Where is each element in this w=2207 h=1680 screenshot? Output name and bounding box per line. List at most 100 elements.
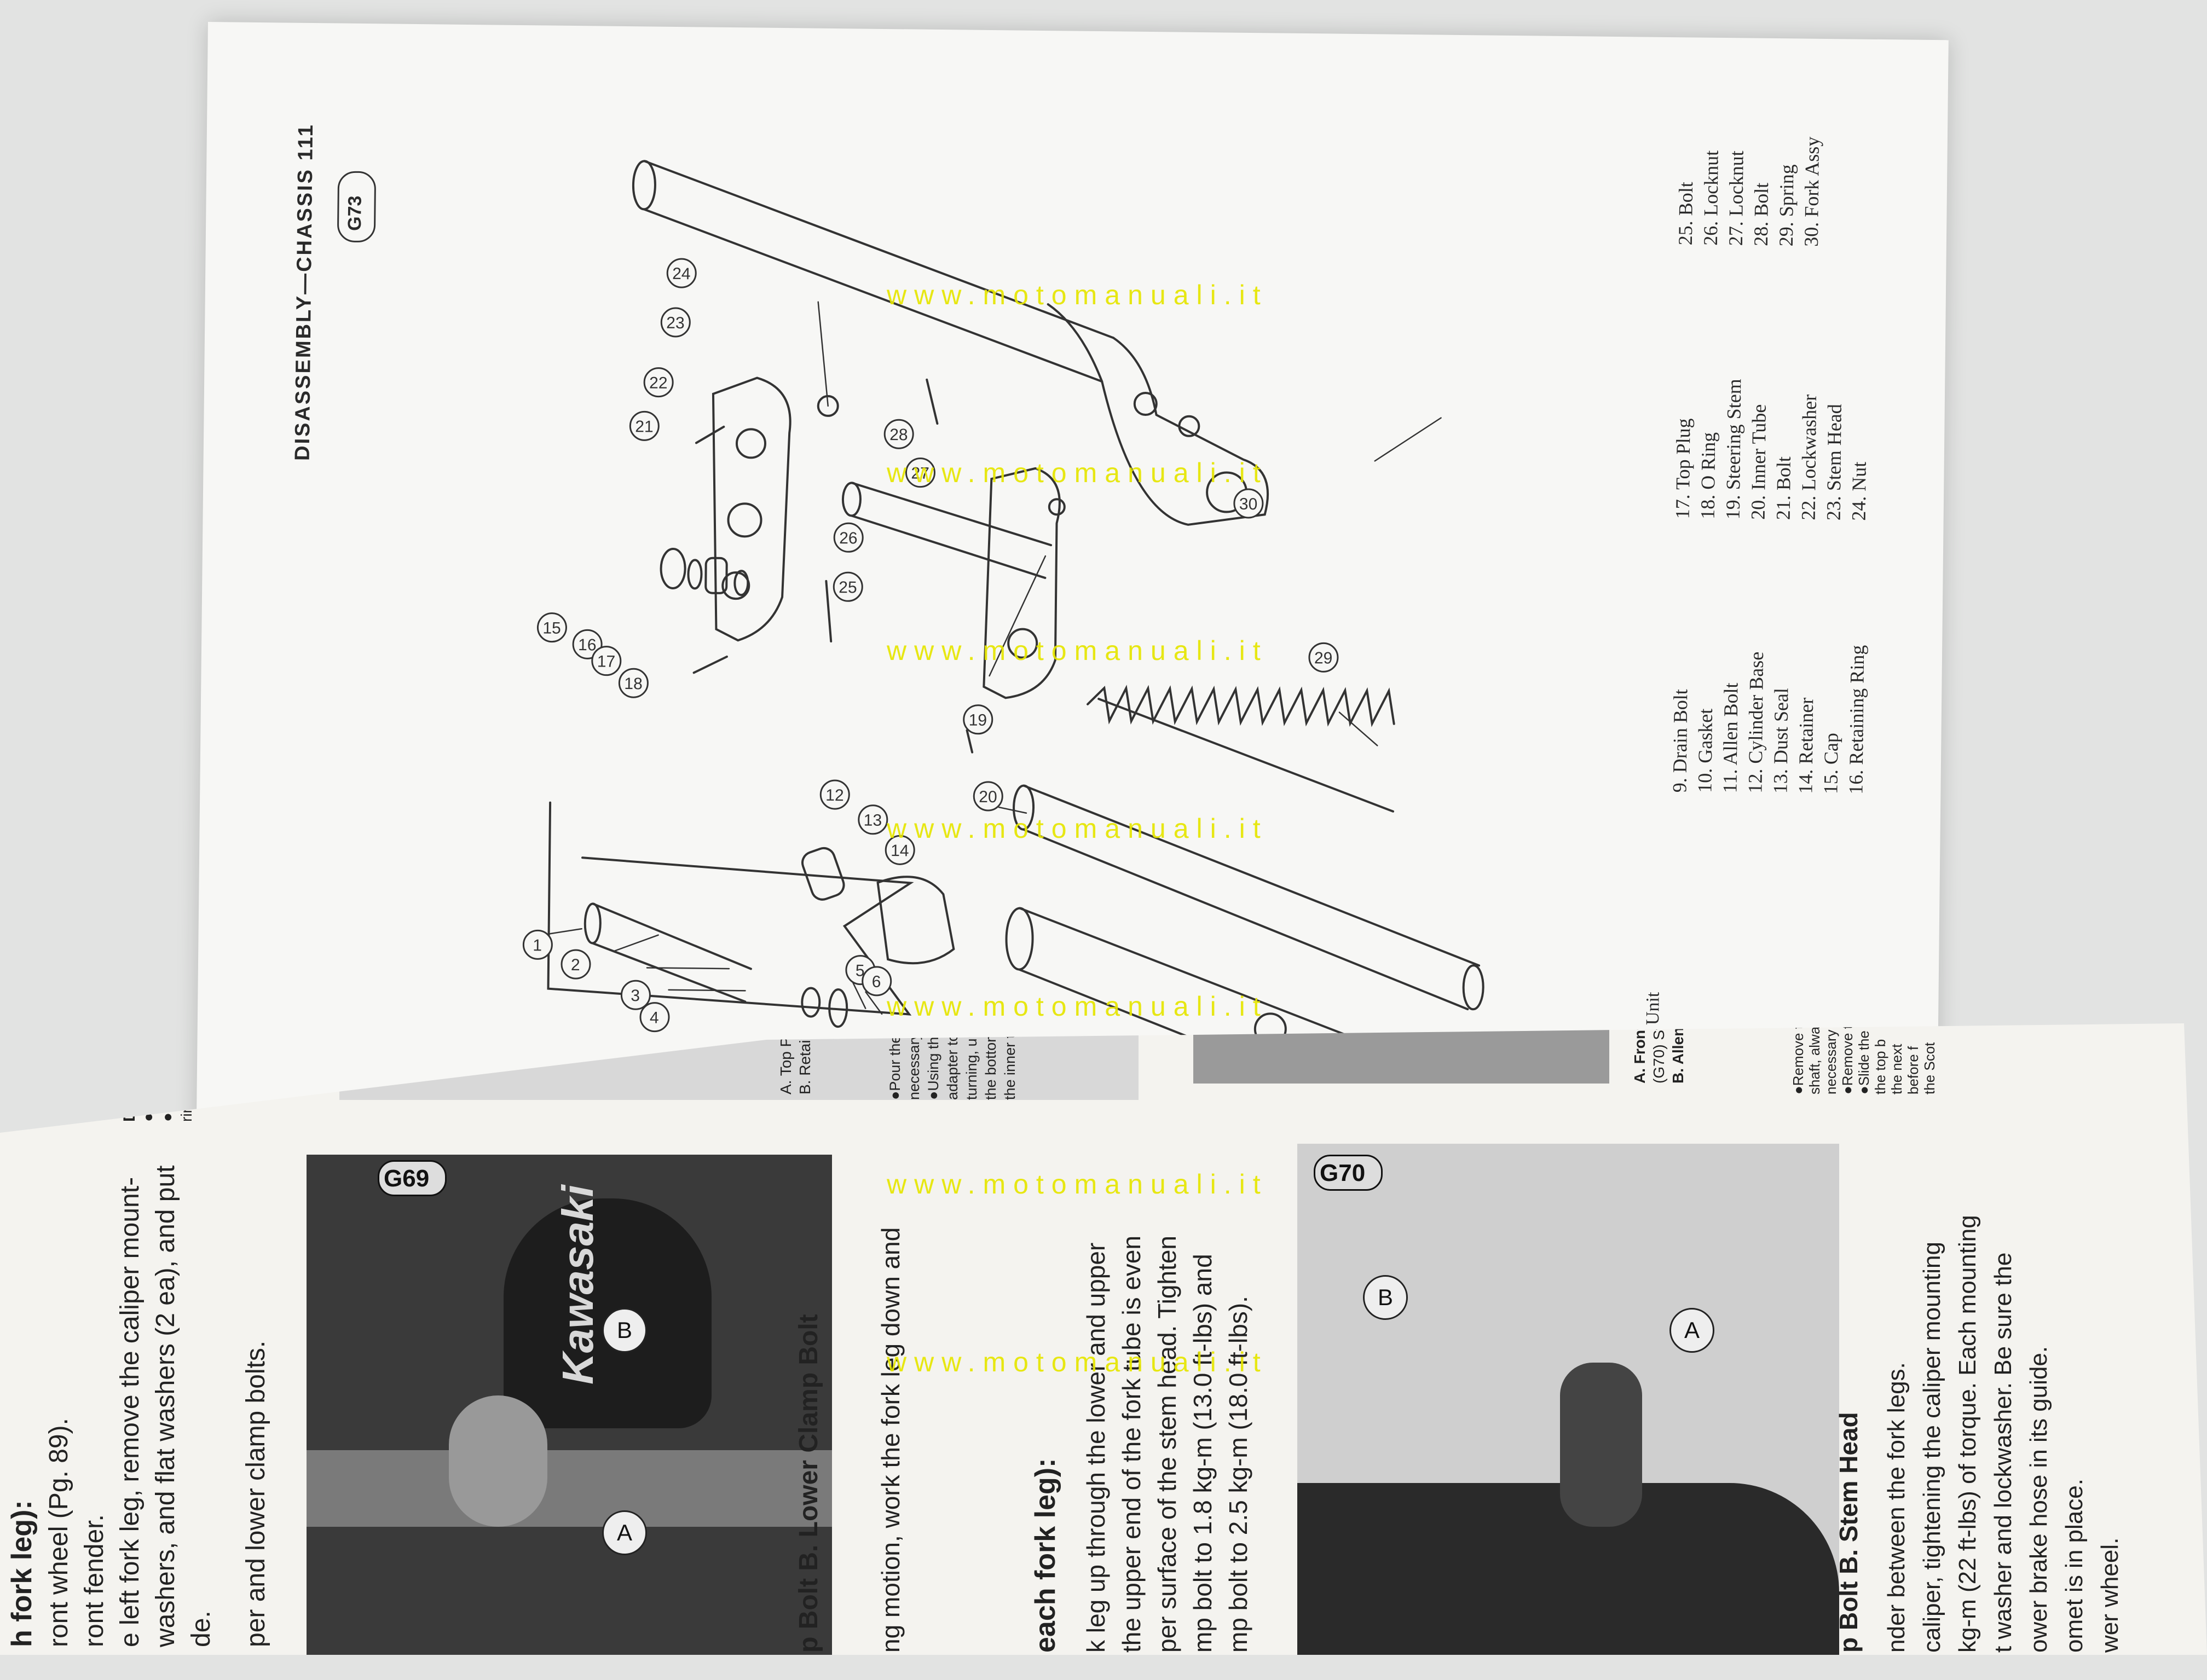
caption-photo2: p Bolt B. Stem Head (1834, 1412, 1863, 1653)
text-line: ront fender. (80, 1514, 109, 1647)
text-line: per surface of the stem head. Tighten (1153, 1235, 1181, 1653)
legend-item: 30. Fork Assy (1800, 136, 1823, 247)
watermark: www.motomanuali.it (887, 1347, 1268, 1377)
callout-5: 5 (856, 961, 865, 980)
text-line: Disassembl (120, 1030, 138, 1122)
text-line: caliper, tightening the caliper mounting (1919, 1242, 1945, 1653)
watermark: www.motomanuali.it (887, 991, 1268, 1022)
callout-19: 19 (969, 711, 987, 729)
legend-item: 29. Spring (1775, 164, 1798, 247)
legend-item: 13. Dust Seal (1769, 687, 1793, 794)
text-line: mp bolt to 1.8 kg-m (13.0 ft-lbs) and (1188, 1254, 1217, 1653)
legend-item: 19. Steering Stem (1721, 379, 1746, 520)
legend-item: 25. Bolt (1674, 182, 1697, 246)
callout-17: 17 (597, 653, 616, 671)
text-line: the upper end of the fork tube is even (1117, 1235, 1146, 1653)
text-line: de. (187, 1611, 216, 1647)
fuel-tank-shape (504, 1198, 712, 1428)
manual-front-page: Disassembl ●Remove th ●Press dow ring. A… (0, 1023, 2207, 1655)
caption-photo1: p Bolt B. Lower Clamp Bolt (794, 1314, 823, 1653)
text-line: ●Slide the (1856, 1030, 1872, 1094)
callout-6: 6 (872, 973, 881, 991)
legend-item: 27. Locknut (1724, 150, 1748, 246)
callout-20: 20 (979, 788, 997, 806)
text-line: the top b (1872, 1039, 1888, 1094)
callout-b-photo2: B (1363, 1275, 1408, 1320)
text-line: ●Remove th (140, 1038, 157, 1122)
callout-22: 22 (649, 374, 668, 392)
legend-item: 26. Locknut (1699, 150, 1723, 246)
callout-24: 24 (672, 265, 691, 283)
callout-21: 21 (635, 418, 654, 436)
diagram-callout-labels: 1 2 3 4 5 6 12 13 14 15 16 17 18 19 20 2… (522, 258, 1339, 1033)
callout-18: 18 (624, 675, 643, 693)
legend-item: 10. Gasket (1694, 708, 1717, 793)
callout-26: 26 (839, 529, 858, 547)
turn-signal-shape (449, 1395, 547, 1527)
text-line: k leg up through the lower and upper (1082, 1242, 1110, 1653)
fork-exploded-diagram: 1 2 3 4 5 6 12 13 14 15 16 17 18 19 20 2… (522, 160, 1484, 1097)
legend-item: 20. Inner Tube (1747, 404, 1770, 520)
text-line: each fork leg): (1030, 1458, 1061, 1653)
legend-item: 18. O Ring (1696, 432, 1720, 519)
callout-a-photo1: A (602, 1510, 647, 1555)
callout-30: 30 (1239, 495, 1258, 513)
callout-23: 23 (666, 314, 685, 332)
figure-tag-g69: G69 (378, 1160, 447, 1196)
callout-13: 13 (864, 812, 882, 830)
legend-item: 17. Top Plug (1671, 418, 1695, 519)
text-line: ring. (178, 1092, 195, 1122)
watermark: www.motomanuali.it (887, 1169, 1268, 1200)
text-line: the next (1888, 1044, 1905, 1094)
legend-item: 16. Retaining Ring (1845, 645, 1869, 795)
callout-14: 14 (891, 842, 909, 860)
legend-item: 21. Bolt (1772, 456, 1795, 520)
outer-fork-tube-30 (632, 160, 1269, 526)
spring-29 (1087, 685, 1395, 813)
stem-bolt-shape (1560, 1363, 1642, 1527)
text-line: the Scot (1921, 1042, 1938, 1094)
legend-item: 9. Drain Bolt (1668, 689, 1692, 793)
legend-item: 11. Allen Bolt (1719, 682, 1742, 793)
steering-stem-19 (841, 467, 1066, 699)
legend-item: 24. Nut (1847, 461, 1870, 521)
text-line: ng motion, work the fork leg down and (876, 1227, 905, 1653)
callout-28: 28 (889, 426, 908, 444)
callout-4: 4 (650, 1009, 659, 1027)
callout-15: 15 (542, 619, 561, 637)
text-line: washers, and flat washers (2 ea), and pu… (151, 1165, 180, 1647)
leader-lines (548, 301, 1442, 1015)
text-line: shaft, alway (1806, 1019, 1823, 1094)
text-line: e left fork leg, remove the caliper moun… (115, 1177, 145, 1647)
callout-1: 1 (533, 936, 542, 954)
text-line: nder between the fork legs. (1883, 1362, 1910, 1653)
text-line: t washer and lockwasher. Be sure the (1990, 1252, 2017, 1653)
inner-tube-20 (1013, 784, 1484, 1011)
callout-2: 2 (571, 956, 580, 974)
callout-a-photo2: A (1669, 1308, 1714, 1353)
callout-29: 29 (1314, 649, 1333, 667)
figure-tag-g70: G70 (1314, 1155, 1383, 1191)
watermark: www.motomanuali.it (887, 635, 1268, 666)
legend-item: 22. Lockwasher (1797, 394, 1821, 520)
text-line: kg-m (22 ft-lbs) of torque. Each mountin… (1954, 1215, 1981, 1653)
text-line: the bottom (983, 1030, 999, 1100)
watermark: www.motomanuali.it (887, 280, 1268, 310)
kawasaki-logo: Kawasaki (553, 1185, 602, 1384)
manual-back-page: DISASSEMBLY—CHASSIS 111 G73 (195, 22, 1949, 1244)
callout-3: 3 (631, 987, 640, 1005)
legend-item: 15. Cap (1819, 732, 1842, 795)
text-line: ●Press dow (159, 1041, 176, 1122)
legend-item: 23. Stem Head (1822, 403, 1846, 521)
legend-item: 28. Bolt (1749, 182, 1773, 246)
watermark: www.motomanuali.it (887, 457, 1268, 488)
text-line: omet is in place. (2061, 1479, 2088, 1653)
text-line: ront wheel (Pg. 89). (44, 1418, 73, 1647)
callout-25: 25 (839, 578, 857, 596)
watermark: www.motomanuali.it (887, 813, 1268, 844)
text-line: wer wheel. (2096, 1537, 2123, 1653)
small-parts (660, 378, 974, 754)
stem-head-23 (712, 376, 839, 642)
text-line: ower brake hose in its guide. (2025, 1346, 2052, 1653)
callout-27: 27 (911, 464, 929, 482)
